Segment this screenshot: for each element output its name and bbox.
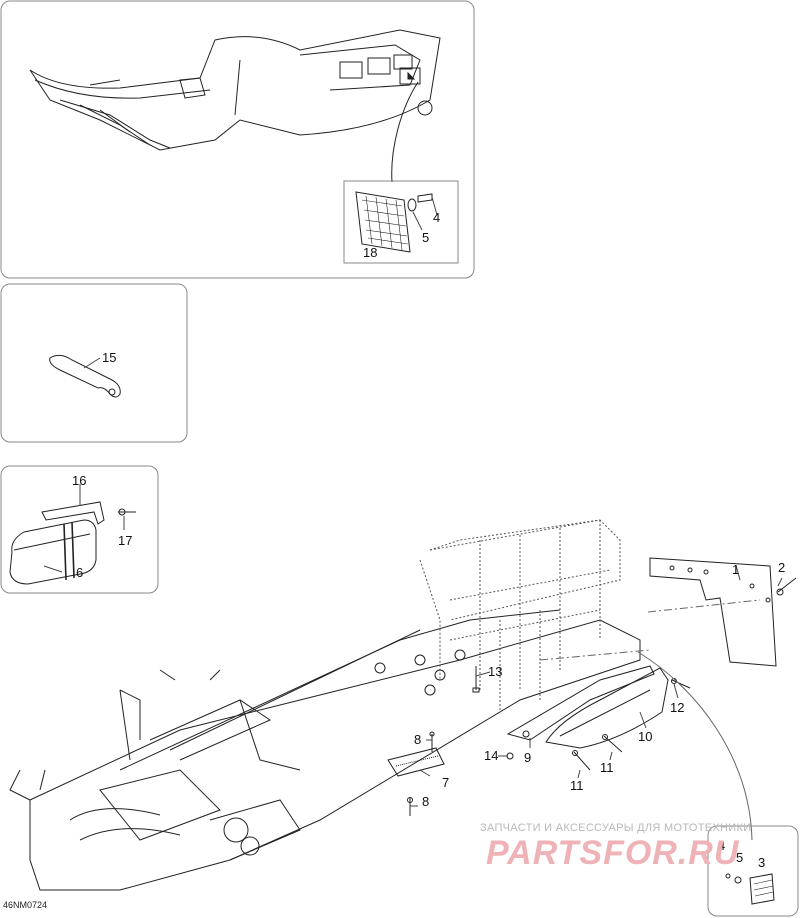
spanner-wrench-15	[49, 354, 121, 398]
panel-wrench	[0, 283, 188, 443]
reflector-18	[355, 191, 411, 253]
label-8b: 8	[422, 794, 429, 809]
label-8a: 8	[414, 732, 421, 747]
screw-8b	[407, 797, 413, 816]
label-6: 6	[76, 565, 83, 580]
label-16: 16	[72, 473, 86, 488]
body-panel-drawing	[29, 29, 441, 151]
panel-bag	[0, 465, 159, 594]
label-3: 3	[758, 855, 765, 870]
watermark-caption: ЗАПЧАСТИ И АКСЕССУАРЫ ДЛЯ МОТОТЕХНИКИ	[480, 822, 752, 834]
label-17: 17	[118, 533, 132, 548]
panel-body-reflector	[0, 0, 475, 279]
bracket-16	[41, 501, 105, 525]
screw-4-washer-5	[407, 193, 433, 212]
vehicle-frame	[9, 609, 641, 891]
rivet-11a	[572, 750, 591, 771]
screw-8a	[429, 731, 435, 752]
step-plate-7	[387, 747, 445, 777]
bracket-9	[506, 665, 655, 741]
fender-10	[545, 667, 669, 749]
rivet-17	[118, 508, 136, 516]
label-5a: 5	[422, 230, 429, 245]
label-12: 12	[670, 700, 684, 715]
rear-reflector-detail-box	[707, 825, 799, 917]
bag-6	[9, 519, 97, 585]
label-14: 14	[484, 748, 498, 763]
diagram-code: 46NM0724	[3, 900, 48, 910]
label-5b: 5	[736, 850, 743, 865]
label-4b: 4	[718, 838, 725, 853]
rivet-2	[776, 577, 797, 596]
label-11b: 11	[600, 760, 614, 775]
label-15: 15	[102, 350, 116, 365]
reflector-3	[749, 873, 775, 905]
label-7: 7	[442, 775, 449, 790]
reflector-leader-line	[391, 81, 419, 183]
rivet-11b	[602, 734, 623, 753]
cargo-rack	[419, 519, 621, 710]
reflector-detail-box	[343, 180, 459, 264]
label-1: 1	[732, 562, 739, 577]
screw-13	[472, 666, 480, 693]
floor-holes	[374, 649, 466, 696]
washer-5b	[734, 876, 742, 884]
mud-flap-1	[649, 557, 777, 667]
watermark-logo: PARTSFOR.RU	[486, 834, 740, 872]
reflector-location-box	[399, 67, 421, 85]
label-9: 9	[524, 750, 531, 765]
label-4a: 4	[433, 210, 440, 225]
callout-leaders	[410, 671, 679, 807]
label-2: 2	[778, 560, 785, 575]
screw-4b	[725, 873, 731, 879]
label-10: 10	[638, 729, 652, 744]
label-13: 13	[488, 664, 502, 679]
label-11a: 11	[570, 778, 584, 793]
label-18: 18	[363, 245, 377, 260]
